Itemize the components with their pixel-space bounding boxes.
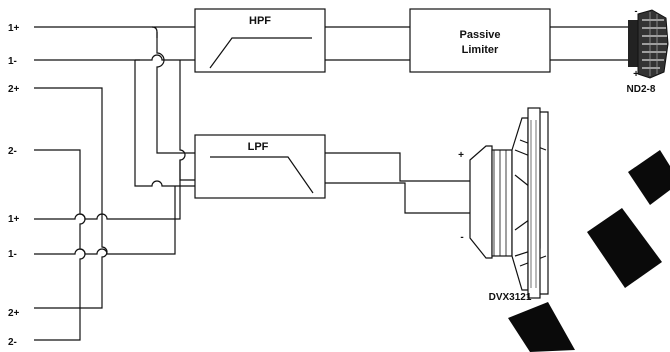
bus-negative [179,60,195,181]
hpf-curve [209,37,312,69]
woofer-driver: + - DVX3121 [458,107,549,303]
input-2-plus-label-b: 2+ [8,308,20,319]
tweeter-minus-label: - [635,6,638,16]
wire-1-plus-bottom [34,160,181,220]
lpf-curve [210,156,314,194]
tweeter-model-label: ND2-8 [627,84,656,95]
wire-1-minus-top [34,54,195,61]
wire-lpf-minus [134,60,195,187]
wire-lpf-woofer-minus [325,182,470,214]
bus-positive [156,32,195,154]
wire-1-minus-bottom [34,186,176,255]
wire-lpf-woofer-plus [325,152,470,182]
hpf-block: HPF [194,8,326,73]
lpf-label: LPF [248,141,269,153]
tweeter-plus-label: + [633,69,639,80]
limiter-label-line1: Passive [460,29,501,41]
wire-1-plus-top [34,26,158,38]
wire-2-minus-top [34,149,86,341]
input-1-plus-label: 1+ [8,23,20,34]
woofer-model-label: DVX3121 [489,292,532,303]
limiter-label-line2: Limiter [462,44,499,56]
wires [34,26,628,341]
lpf-block: LPF [194,134,326,199]
wire-2-plus-top [34,87,108,309]
woofer-plus-label: + [458,150,464,161]
tweeter-driver: - + ND2-8 [627,6,669,95]
input-2-plus-label: 2+ [8,84,20,95]
hpf-label: HPF [249,15,271,27]
input-2-minus-label-b: 2- [8,337,17,348]
limiter-block: Passive Limiter [409,8,551,73]
input-2-minus-label: 2- [8,146,17,157]
input-1-plus-label-b: 1+ [8,214,20,225]
watermark [508,150,670,352]
woofer-minus-label: - [460,232,463,243]
input-1-minus-label: 1- [8,56,17,67]
input-1-minus-label-b: 1- [8,249,17,260]
input-labels: 1+ 1- 2+ 2- 1+ 1- 2+ 2- [8,23,20,348]
